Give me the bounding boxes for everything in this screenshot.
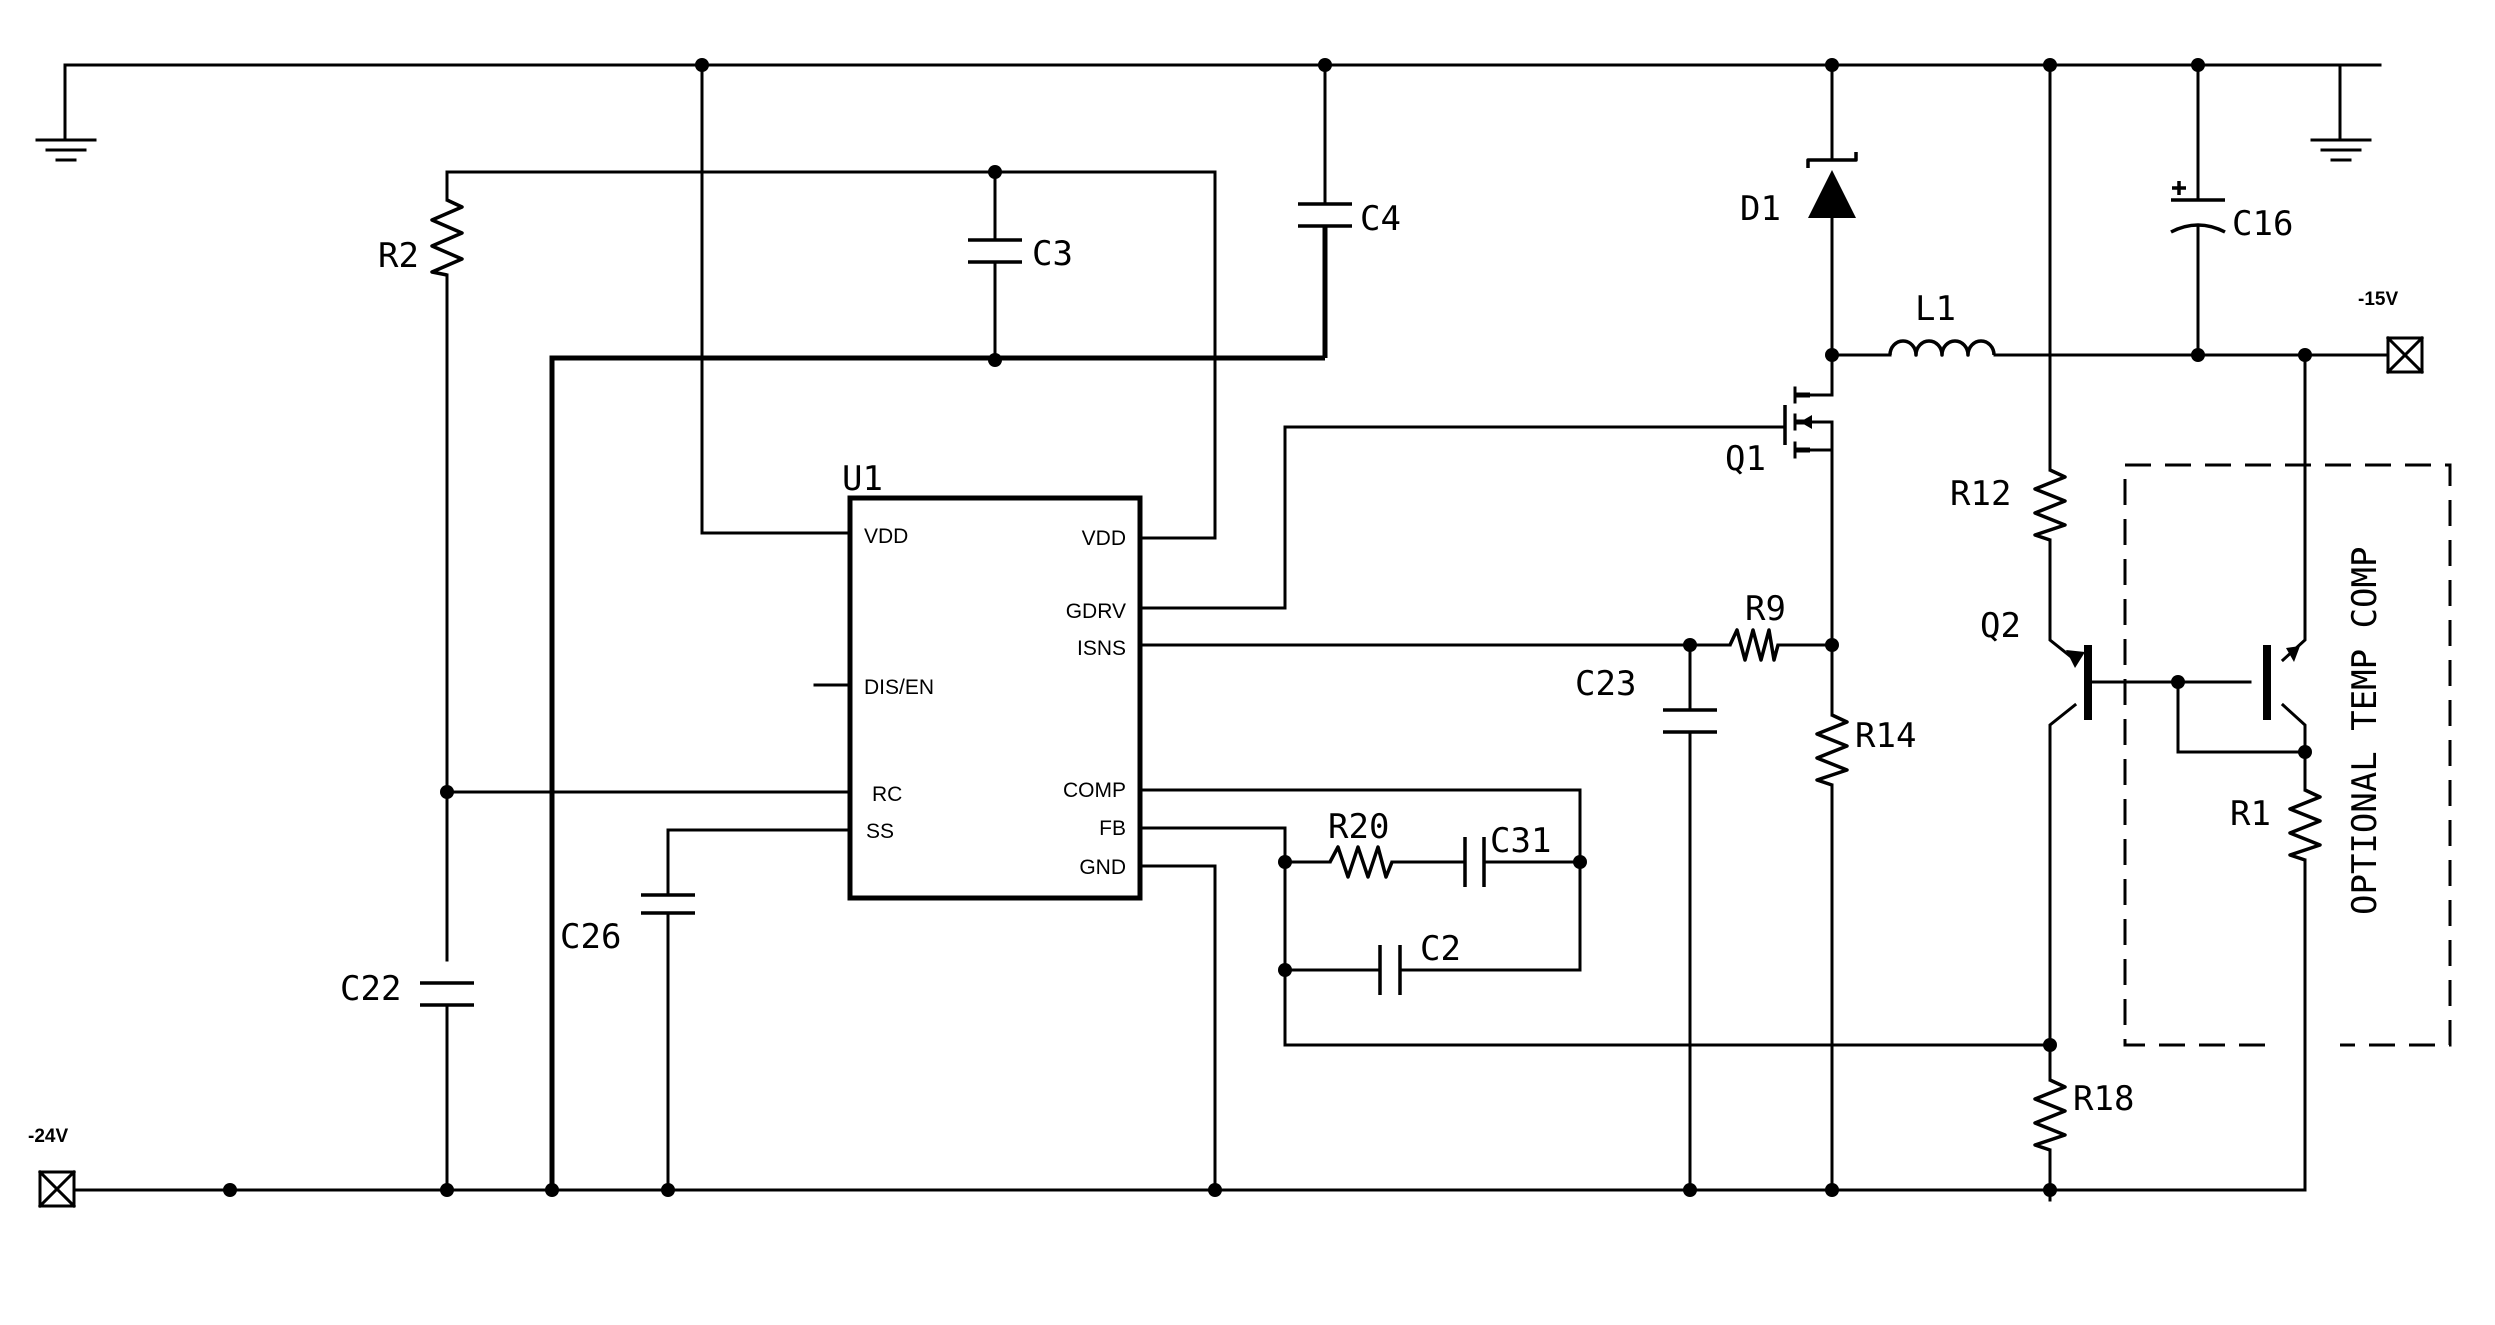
capacitor-c2 [1378, 945, 1402, 995]
bottom-rail [37, 1169, 2307, 1209]
ref-c2: C2 [1420, 929, 1461, 969]
capacitor-c26 [641, 893, 695, 915]
ref-c22: C22 [340, 969, 401, 1009]
ref-c3: C3 [1032, 234, 1073, 274]
capacitor-c3 [968, 238, 1022, 264]
pin-rc: RC [872, 783, 902, 806]
input-port-label: -24V [28, 1126, 68, 1147]
junctions [223, 58, 2312, 1197]
ref-r2: R2 [378, 236, 419, 276]
ic-u1 [847, 495, 1143, 901]
diode-d1 [1806, 152, 1858, 218]
ref-r14: R14 [1855, 716, 1916, 756]
pin-isns: ISNS [1077, 637, 1126, 660]
output-port-label: -15V [2358, 289, 2398, 310]
pin-vdd-right: VDD [1082, 527, 1126, 550]
pin-fb: FB [1099, 817, 1126, 840]
ref-d1: D1 [1740, 189, 1781, 229]
capacitor-c4 [1298, 202, 1352, 228]
resistor-r9 [1728, 628, 1780, 662]
ref-q1: Q1 [1725, 439, 1766, 479]
transistor-temp-comp [2263, 645, 2300, 720]
temp-comp-label: OPTIONAL TEMP COMP [2345, 547, 2385, 915]
ref-c16: C16 [2232, 204, 2293, 244]
ref-c26: C26 [560, 917, 621, 957]
inductor-l1 [1888, 339, 1996, 357]
ref-r20: R20 [1328, 807, 1389, 847]
resistor-r18 [2033, 1078, 2067, 1152]
pin-ss: SS [866, 820, 894, 843]
ref-c31: C31 [1490, 821, 1551, 861]
resistor-r20 [1328, 845, 1394, 879]
ref-c4: C4 [1360, 199, 1401, 239]
ref-q2: Q2 [1980, 606, 2021, 646]
ref-l1: L1 [1915, 289, 1956, 329]
capacitor-c23 [1663, 708, 1717, 734]
top-ground-rail [35, 63, 2382, 162]
ref-c23: C23 [1575, 664, 1636, 704]
ref-r12: R12 [1950, 474, 2011, 514]
transistor-q2 [2066, 645, 2092, 720]
capacitor-c31 [1463, 837, 1486, 887]
ref-r1: R1 [2230, 794, 2271, 834]
resistor-r12 [2033, 468, 2067, 542]
ic-ref: U1 [842, 459, 883, 499]
resistor-r2 [430, 198, 464, 277]
capacitor-c22 [420, 981, 474, 1007]
pin-vdd-left: VDD [864, 525, 908, 548]
pin-dis-en: DIS/EN [864, 676, 934, 699]
ref-r18: R18 [2073, 1079, 2134, 1119]
pin-gnd: GND [1079, 856, 1126, 879]
resistor-r1 [2288, 788, 2322, 862]
capacitor-c16 [2170, 181, 2226, 234]
mosfet-q1 [1783, 386, 1834, 459]
pin-comp: COMP [1063, 779, 1126, 802]
resistor-r14 [1815, 713, 1849, 787]
ref-r9: R9 [1745, 589, 1786, 629]
pin-gdrv: GDRV [1066, 600, 1126, 623]
